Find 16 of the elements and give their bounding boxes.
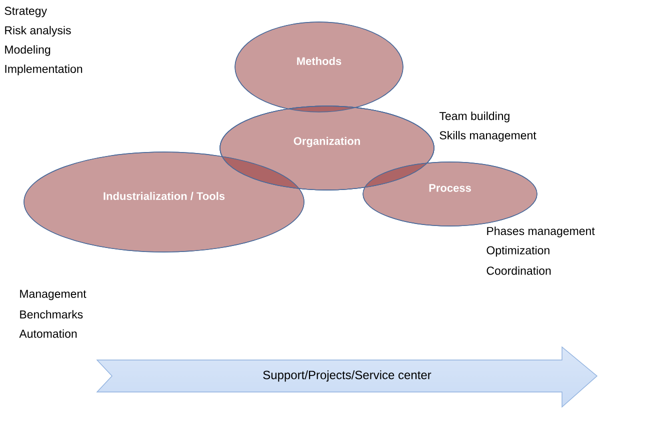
note-text: Risk analysis xyxy=(5,26,71,37)
ellipse-node: Industrialization / Tools xyxy=(24,152,304,252)
ellipse-node: Process xyxy=(362,162,538,226)
note-text: Phases management xyxy=(487,226,595,238)
note-text: Team building xyxy=(439,112,510,122)
note-text: Optimization xyxy=(486,246,550,257)
ellipse-node: Methods xyxy=(234,22,404,112)
note-text: Implementation xyxy=(5,64,82,76)
note-text: Skills management xyxy=(440,130,536,142)
note-text: Modeling xyxy=(5,45,50,56)
note-text: Benchmarks xyxy=(20,310,83,319)
note-text: Automation xyxy=(19,329,77,338)
arrow-band: Support/Projects/Service center xyxy=(96,346,598,408)
note-text: Management xyxy=(20,290,86,300)
note-text: Coordination xyxy=(486,266,551,275)
note-text: Strategy xyxy=(4,6,47,18)
